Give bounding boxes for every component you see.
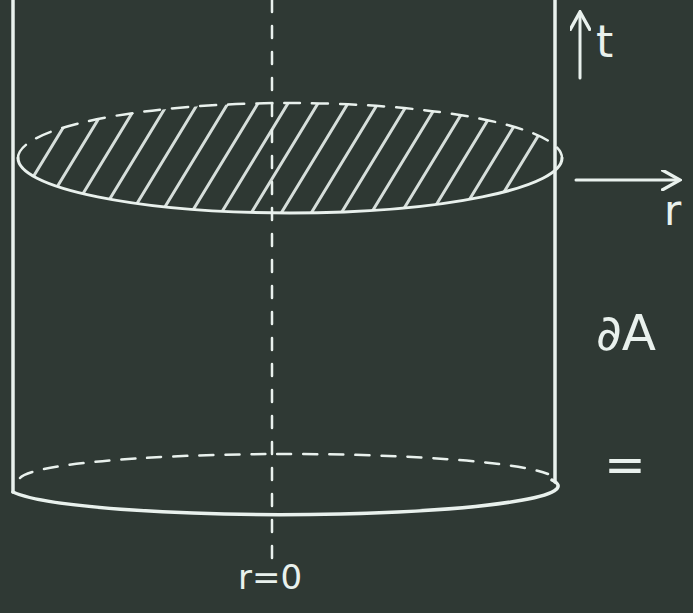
symmetry-axis <box>271 0 274 560</box>
cylinder-wall <box>553 0 557 482</box>
cylinder-wall <box>11 0 15 492</box>
radius-arrow <box>576 179 678 182</box>
axis-label: r=0 <box>238 560 302 594</box>
axis-label: r <box>664 190 681 232</box>
math-symbol: ∂A <box>596 308 656 358</box>
axis-label: t <box>596 20 613 64</box>
bottom-edge-hidden <box>20 454 548 478</box>
time-arrow <box>579 14 582 78</box>
slice-hatching <box>10 100 560 215</box>
bottom-edge <box>13 480 558 515</box>
math-symbol: = <box>604 440 646 490</box>
